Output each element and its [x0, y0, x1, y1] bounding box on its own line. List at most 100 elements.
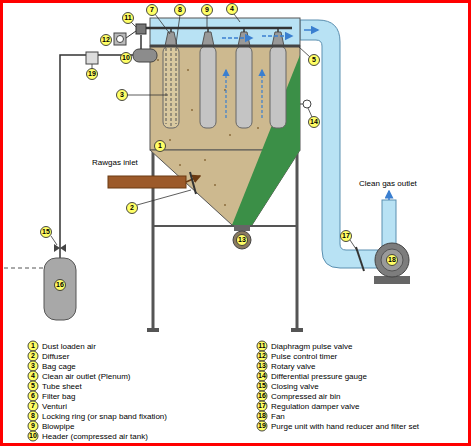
callout-number: 8: [172, 5, 188, 15]
speckle: [187, 69, 189, 71]
leader-line: [137, 190, 191, 205]
purge-unit: [86, 52, 98, 64]
callout-number: 18: [254, 411, 270, 421]
clean-gas-duct: [300, 20, 378, 268]
callout-number: 9: [25, 421, 41, 431]
support-beam: [153, 225, 297, 227]
dashed-line: [4, 268, 44, 269]
callout-number: 4: [25, 371, 41, 381]
header-tank: [133, 49, 157, 62]
legend-text: Pulse control timer: [271, 351, 337, 362]
leader-line: [176, 15, 180, 44]
callout-number: 1: [25, 341, 41, 351]
leader-line: [51, 236, 57, 245]
callout-number: 16: [52, 280, 68, 290]
callout-number: 8: [25, 411, 41, 421]
bag-cage: [176, 48, 177, 124]
callout-number: 17: [338, 231, 354, 241]
flow-arrow: [225, 70, 226, 118]
nozzle: [170, 28, 172, 32]
flow-arrow: [262, 35, 292, 37]
callout-number: 15: [38, 227, 54, 237]
leader-line: [308, 108, 312, 117]
leader-line: [131, 22, 136, 27]
timer-wire: [126, 31, 136, 38]
callout-number: 18: [384, 255, 400, 265]
nozzle: [207, 28, 209, 32]
valve-flange: [234, 225, 250, 231]
blowpipe: [146, 27, 292, 30]
air-tank: [44, 258, 76, 320]
callout-number: 13: [234, 235, 250, 245]
callout-number: 16: [254, 391, 270, 401]
closing-valve: [54, 244, 66, 252]
callout-number: 4: [224, 4, 240, 14]
nozzle: [277, 28, 279, 32]
venturi: [272, 32, 284, 46]
plenum: [150, 18, 300, 46]
callout-number: 14: [306, 117, 322, 127]
support-leg: [296, 150, 299, 330]
filter-bag: [200, 46, 216, 128]
speckle: [229, 134, 231, 136]
tube-sheet: [150, 45, 300, 48]
legend-text: Regulation damper valve: [271, 401, 360, 412]
legend-text: Filter bag: [42, 391, 75, 402]
callout-number: 7: [25, 401, 41, 411]
pulse-timer: [114, 33, 126, 45]
callout-number: 19: [84, 69, 100, 79]
speckle: [204, 159, 206, 161]
fan-impeller: [381, 249, 403, 271]
callout-number: 17: [254, 401, 270, 411]
callout-number: 15: [254, 381, 270, 391]
outlet-pipe: [382, 200, 396, 246]
leader-line: [207, 15, 208, 27]
legend-text: Closing valve: [271, 381, 319, 392]
callout-number: 2: [124, 203, 140, 213]
callout-number: 5: [306, 55, 322, 65]
legend-text: Dust loaden air: [42, 341, 96, 352]
air-line: [60, 55, 133, 258]
callout-number: 6: [25, 391, 41, 401]
legend-text: Locking ring (or snap band fixation): [42, 411, 167, 422]
legend-text: Bag cage: [42, 361, 76, 372]
bag-cage: [166, 48, 167, 124]
leader-line: [299, 47, 310, 57]
legend-text: Diaphragm pulse valve: [271, 341, 352, 352]
speckle: [179, 164, 181, 166]
legend-text: Header (compressed air tank): [42, 431, 148, 442]
filter-bag: [270, 46, 286, 128]
filter-bag: [163, 46, 179, 128]
leader-line: [155, 14, 170, 34]
callout-number: 12: [254, 351, 270, 361]
pressure-gauge: [303, 100, 311, 108]
legend-text: Purge unit with hand reducer and filter …: [271, 421, 419, 432]
legend-text: Differential pressure gauge: [271, 371, 367, 382]
venturi: [165, 32, 177, 46]
legend-text: Fan: [271, 411, 285, 422]
callout-number: 14: [254, 371, 270, 381]
leader-lines: [51, 14, 358, 252]
valve-pipe: [140, 35, 142, 49]
legend-text: Tube sheet: [42, 381, 82, 392]
callout-number: 10: [25, 431, 41, 441]
venturi: [238, 32, 250, 46]
callout-layer: [28, 4, 398, 442]
callout-number: 9: [199, 5, 215, 15]
callout-number: 11: [120, 13, 136, 23]
leg-foot: [147, 328, 159, 332]
leader-line: [350, 240, 358, 252]
callout-number: 3: [25, 361, 41, 371]
timer-dial: [117, 36, 124, 43]
leader-line: [234, 14, 240, 22]
speckle: [157, 59, 159, 61]
part-label: Rawgas inlet: [92, 157, 138, 168]
leader-line: [127, 95, 168, 96]
callout-number: 5: [25, 381, 41, 391]
callout-number: 7: [144, 5, 160, 15]
legend-text: Compressed air bin: [271, 391, 340, 402]
venturi: [202, 32, 214, 46]
